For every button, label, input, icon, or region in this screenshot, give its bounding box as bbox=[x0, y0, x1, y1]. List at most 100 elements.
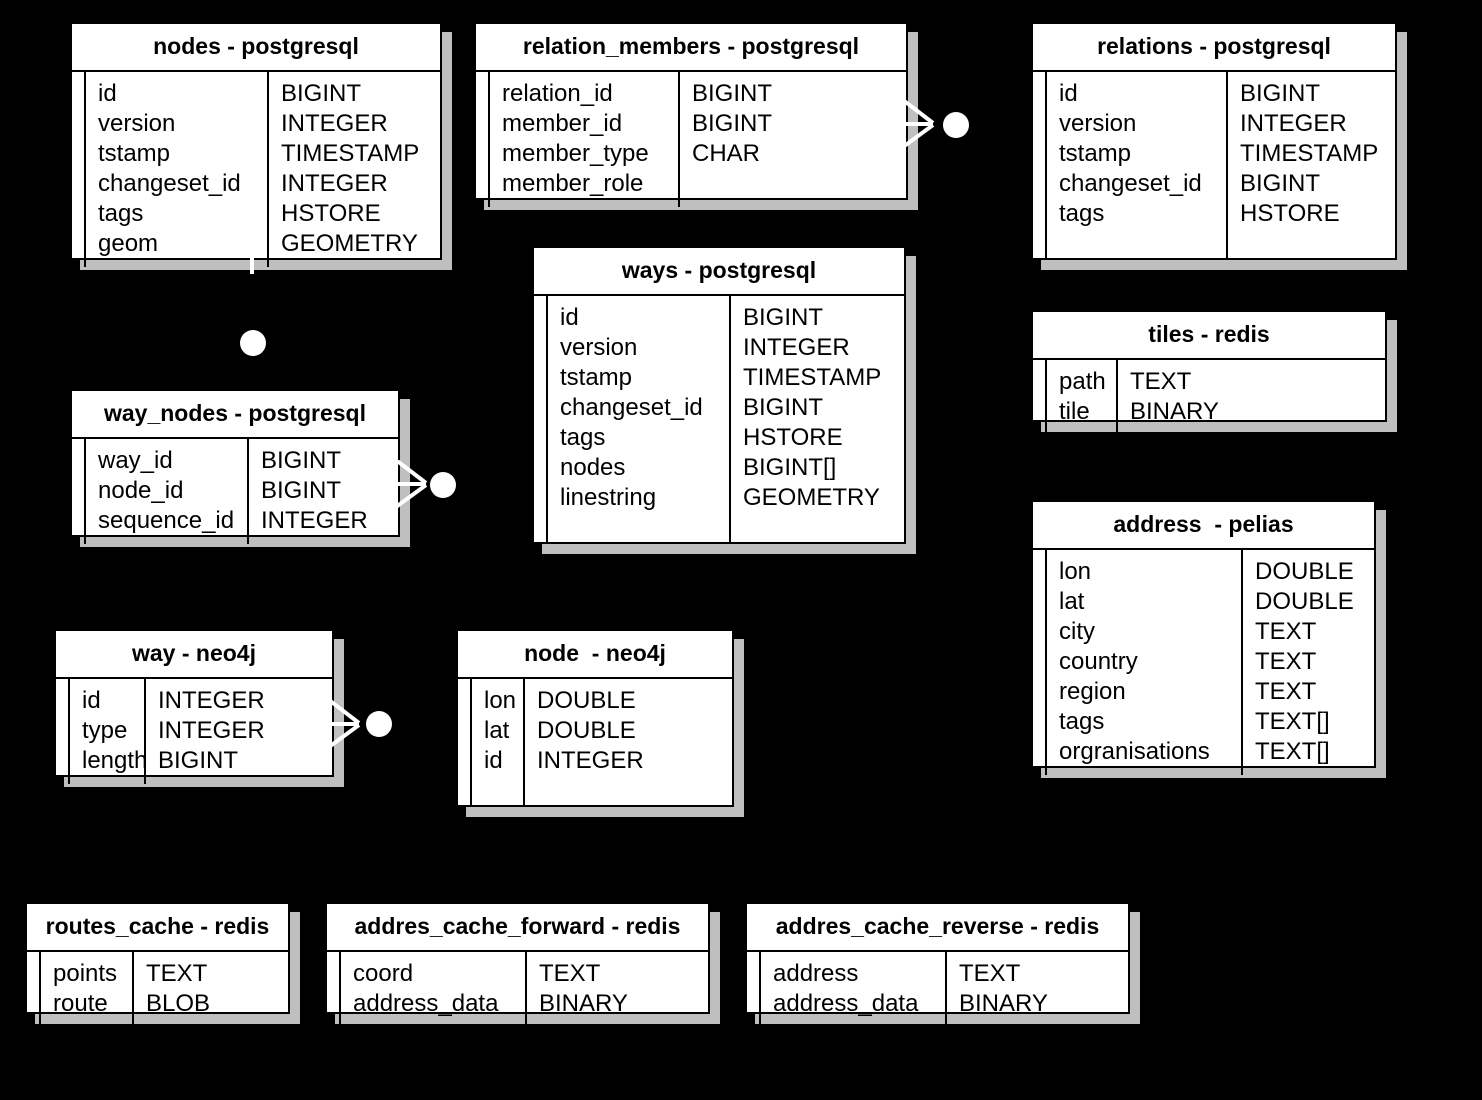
attribute-type: TIMESTAMP bbox=[281, 140, 420, 167]
crowsfoot-icon bbox=[327, 698, 363, 753]
attribute-type: INTEGER bbox=[158, 687, 265, 714]
attribute-type: TEXT bbox=[1255, 618, 1317, 645]
entity-title: address - pelias bbox=[1033, 502, 1374, 550]
attribute-type: INTEGER bbox=[1240, 110, 1347, 137]
attribute-name: tags bbox=[1059, 200, 1105, 227]
entity-title: relations - postgresql bbox=[1033, 24, 1395, 72]
attribute-type: INTEGER bbox=[743, 334, 850, 361]
attribute-name: sequence_id bbox=[98, 507, 235, 534]
attribute-name: address bbox=[773, 960, 859, 987]
attribute-type-column: TEXT BINARY bbox=[947, 952, 1128, 1027]
attribute-name: tags bbox=[98, 200, 144, 227]
attribute-type: BINARY bbox=[539, 990, 628, 1017]
attribute-name: relation_id bbox=[502, 80, 613, 107]
attribute-type: BINARY bbox=[959, 990, 1048, 1017]
attribute-type bbox=[692, 169, 896, 199]
attribute-type: BIGINT bbox=[1240, 170, 1321, 197]
attribute-type: BIGINT bbox=[281, 80, 362, 107]
attribute-type: INTEGER bbox=[281, 110, 388, 137]
entity-title: routes_cache - redis bbox=[27, 904, 288, 952]
attribute-name: member_role bbox=[502, 170, 644, 197]
attribute-name: lat bbox=[484, 717, 510, 744]
attribute-type: GEOMETRY bbox=[743, 484, 880, 511]
attribute-type: HSTORE bbox=[1240, 200, 1340, 227]
attribute-name: version bbox=[98, 110, 176, 137]
attribute-type: TEXT bbox=[959, 960, 1021, 987]
attribute-type: BIGINT[] bbox=[743, 454, 837, 481]
attribute-name: tags bbox=[1059, 708, 1105, 735]
attribute-type: BIGINT bbox=[261, 477, 342, 504]
attribute-type: DOUBLE bbox=[537, 717, 636, 744]
attribute-name: id bbox=[484, 747, 503, 774]
entity-title: way - neo4j bbox=[56, 631, 332, 679]
relationship-endpoint-dot-icon bbox=[430, 472, 456, 498]
attribute-name: length bbox=[82, 747, 148, 774]
entity-title: ways - postgresql bbox=[534, 248, 904, 296]
attribute-name: version bbox=[560, 334, 638, 361]
attribute-type: TEXT bbox=[1130, 368, 1192, 395]
attribute-name: id bbox=[560, 304, 579, 331]
attribute-type: TIMESTAMP bbox=[1240, 140, 1379, 167]
attribute-name: coord bbox=[353, 960, 414, 987]
attribute-type: INTEGER bbox=[158, 717, 265, 744]
attribute-type: TEXT bbox=[146, 960, 208, 987]
attribute-type: BIGINT bbox=[261, 447, 342, 474]
attribute-type: BIGINT bbox=[743, 304, 824, 331]
attribute-type: TEXT bbox=[539, 960, 601, 987]
crowsfoot-icon bbox=[394, 458, 430, 513]
attribute-type: DOUBLE bbox=[1255, 558, 1354, 585]
attribute-type: DOUBLE bbox=[1255, 588, 1354, 615]
attribute-name: id bbox=[82, 687, 101, 714]
attribute-name: lat bbox=[1059, 588, 1085, 615]
attribute-name: version bbox=[1059, 110, 1137, 137]
attribute-name: tstamp bbox=[98, 140, 171, 167]
attribute-name: linestring bbox=[560, 484, 657, 511]
entity-title: nodes - postgresql bbox=[72, 24, 440, 72]
attribute-type: TEXT bbox=[1255, 678, 1317, 705]
attribute-type: INTEGER bbox=[281, 170, 388, 197]
attribute-type: GEOMETRY bbox=[281, 230, 418, 257]
attribute-name: id bbox=[98, 80, 117, 107]
attribute-type: BIGINT bbox=[692, 110, 773, 137]
attribute-type-column: TEXT BINARY bbox=[527, 952, 708, 1027]
relationship-endpoint-dot-icon bbox=[240, 330, 266, 356]
attribute-name: member_id bbox=[502, 110, 623, 137]
attribute-name: lon bbox=[1059, 558, 1092, 585]
attribute-name: geom bbox=[98, 230, 159, 257]
attribute-name: route bbox=[53, 990, 108, 1017]
